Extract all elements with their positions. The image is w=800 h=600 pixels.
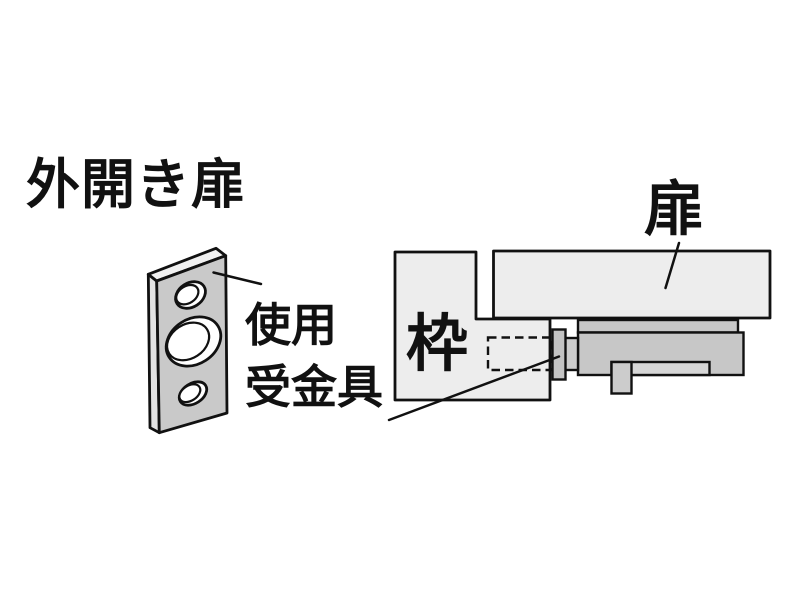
- plate-hole-top-inner: [175, 283, 200, 306]
- plate-hole-bottom: [177, 380, 209, 407]
- strike-plate-label: 使用 受金具: [245, 294, 383, 418]
- latch-bolt-flange: [551, 328, 567, 381]
- latch-bolt: [551, 328, 580, 381]
- lock-top-strip: [576, 318, 740, 334]
- strike-plate-label-line1: 使用: [245, 299, 337, 351]
- lock-assembly: [576, 318, 745, 395]
- leader-line-door: [664, 241, 681, 290]
- plate-hole-middle-inner: [165, 321, 211, 362]
- frame-label: 枠: [406, 310, 469, 379]
- door-label: 扉: [644, 176, 704, 243]
- lock-bottom-tab: [610, 360, 633, 395]
- leader-line-latch: [387, 355, 561, 422]
- plate-hole-top: [174, 280, 207, 310]
- leader-line-strike-plate: [212, 271, 263, 286]
- strike-plate-label-line2: 受金具: [245, 361, 383, 413]
- door-shape: [492, 249, 772, 320]
- plate-hole-bottom-inner: [178, 383, 202, 404]
- strike-plate-illustration: [146, 246, 229, 435]
- plate-hole-middle: [164, 315, 223, 368]
- diagram-title: 外開き扉: [26, 155, 246, 215]
